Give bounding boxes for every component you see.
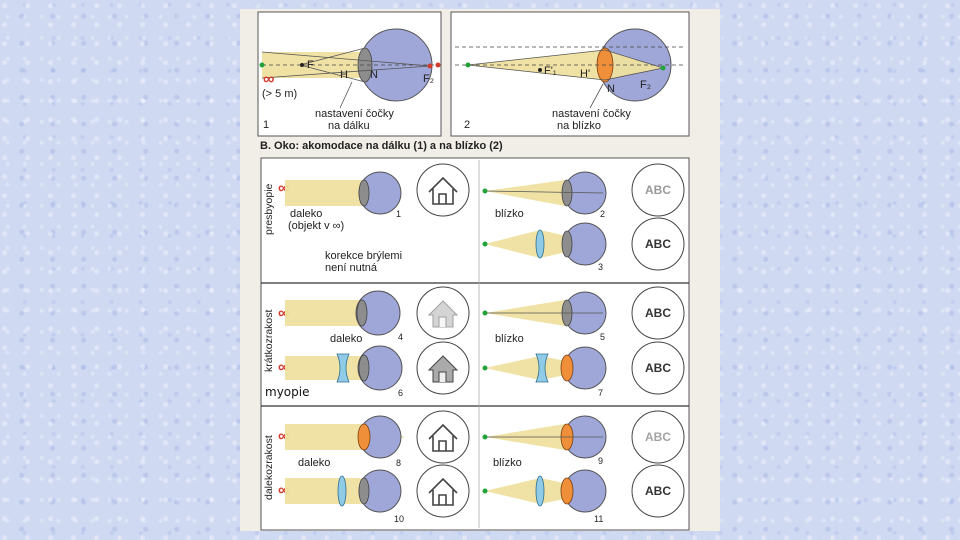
- infinity-symbol: ∞: [263, 71, 274, 88]
- label-object-at-infinity: (objekt v ∞): [288, 220, 344, 232]
- panel2-caption-line1: nastavení čočky: [552, 108, 631, 120]
- figure-number-6: 6: [398, 388, 403, 398]
- abc-blurred: ABC: [645, 183, 671, 197]
- infinity-symbol: ∞: [278, 428, 289, 445]
- figure-number-4: 4: [398, 332, 403, 342]
- figure-number-11: 11: [594, 514, 603, 524]
- principal-h-label-near: H': [580, 68, 590, 80]
- figure-number-8: 8: [396, 458, 401, 468]
- label-far: daleko: [298, 457, 330, 469]
- side-label-myopia: krátkozrakost: [263, 309, 275, 372]
- focal-f2-label: F₂: [423, 73, 434, 85]
- panel1-caption-line2: na dálku: [328, 120, 370, 132]
- row-hyperopia: dalekozrakost ∞ daleko 8 ∞ 10 blízko 9 A…: [263, 410, 685, 524]
- figure-number-7: 7: [598, 388, 603, 398]
- infinity-symbol: ∞: [278, 359, 289, 376]
- figure-number-3: 3: [598, 262, 603, 272]
- panel-near-accommodation: F'₁ H' N F₂ 2 nastavení čočky na blízko: [450, 11, 690, 137]
- side-label-presbyopia: presbyopie: [263, 183, 275, 235]
- abc-sharp: ABC: [645, 237, 671, 251]
- label-near: blízko: [493, 457, 522, 469]
- note-correction-line1: korekce brýlemi: [325, 250, 402, 262]
- side-label-hyperopia: dalekozrakost: [263, 435, 275, 500]
- panel1-caption-line1: nastavení čočky: [315, 108, 394, 120]
- myopia-overlay-label: myopie: [263, 385, 312, 399]
- label-far: daleko: [290, 208, 322, 220]
- nodal-n-label: N: [370, 69, 378, 81]
- comparison-table: [260, 157, 690, 531]
- abc-sharp: ABC: [645, 361, 671, 375]
- panel1-number: 1: [263, 119, 269, 131]
- panel-far-accommodation: ∞ (> 5 m) F H N F₂ 1 nastavení čočky na …: [257, 11, 442, 137]
- focal-f1-label-near: F'₁: [544, 65, 557, 77]
- infinity-symbol: ∞: [278, 482, 289, 499]
- abc-sharp: ABC: [645, 306, 671, 320]
- panel2-number: 2: [464, 119, 470, 131]
- row-myopia: krátkozrakost ∞ daleko 4 ∞ 6 blízko 5 AB…: [263, 286, 685, 398]
- label-near: blízko: [495, 208, 524, 220]
- focal-f1-label: F: [307, 59, 314, 71]
- label-near: blízko: [495, 333, 524, 345]
- row-presbyopia: presbyopie ∞ daleko (objekt v ∞) 1 korek…: [263, 163, 685, 274]
- note-correction-line2: není nutná: [325, 262, 378, 274]
- figure-number-9: 9: [598, 456, 603, 466]
- figure-number-5: 5: [600, 332, 605, 342]
- infinity-symbol: ∞: [278, 305, 289, 322]
- panel2-caption-line2: na blízko: [557, 120, 601, 132]
- abc-blurred: ABC: [645, 430, 671, 444]
- label-far: daleko: [330, 333, 362, 345]
- principal-h-label: H: [340, 69, 348, 81]
- figure-number-2: 2: [600, 209, 605, 219]
- figure-number-1: 1: [396, 209, 401, 219]
- distance-label: (> 5 m): [262, 88, 297, 100]
- nodal-n-label-near: N: [607, 83, 615, 95]
- figure-number-10: 10: [394, 514, 404, 524]
- infinity-symbol: ∞: [278, 180, 289, 197]
- diagram-b-title: B. Oko: akomodace na dálku (1) a na blíz…: [260, 140, 503, 152]
- abc-sharp: ABC: [645, 484, 671, 498]
- focal-f2-label-near: F₂: [640, 79, 651, 91]
